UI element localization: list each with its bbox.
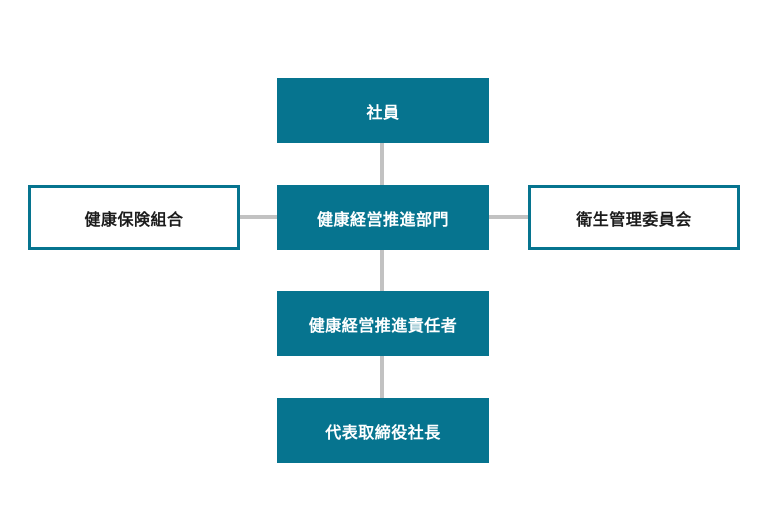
connector-manager-ceo	[380, 356, 384, 399]
employees-box: 社員	[277, 78, 489, 143]
ceo-label: 代表取締役社長	[325, 422, 441, 442]
safety-committee-box: 衛生管理委員会	[528, 185, 740, 250]
health-manager-label: 健康経営推進責任者	[308, 315, 458, 335]
health-dept-box: 健康経営推進部門	[277, 185, 489, 250]
health-dept-label: 健康経営推進部門	[316, 209, 449, 229]
employees-label: 社員	[366, 102, 400, 122]
connector-employees-dept	[380, 143, 384, 186]
health-manager-box: 健康経営推進責任者	[277, 291, 489, 356]
connector-insurance-dept	[239, 215, 278, 219]
health-insurance-box: 健康保険組合	[28, 185, 240, 250]
connector-dept-committee	[488, 215, 529, 219]
health-insurance-label: 健康保険組合	[84, 209, 184, 229]
ceo-box: 代表取締役社長	[277, 398, 489, 463]
safety-committee-label: 衛生管理委員会	[576, 209, 692, 229]
connector-dept-manager	[380, 249, 384, 292]
